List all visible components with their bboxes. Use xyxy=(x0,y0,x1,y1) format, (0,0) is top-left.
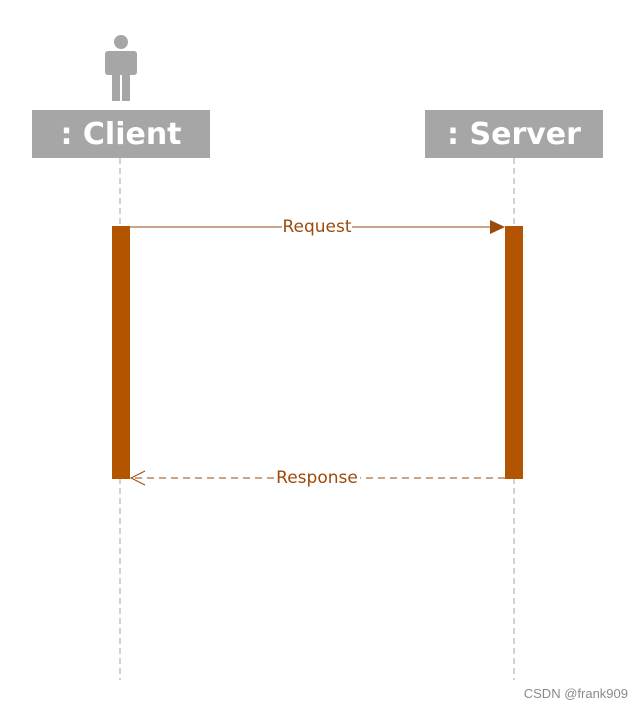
request-message: Request xyxy=(130,217,505,237)
server-label: : Server xyxy=(447,117,581,152)
server-box xyxy=(425,110,603,158)
actor-icon xyxy=(105,35,137,101)
client-box xyxy=(32,110,210,158)
client-activation-bar xyxy=(112,226,130,479)
response-message: Response xyxy=(129,468,505,488)
client-participant: : Client xyxy=(32,110,210,158)
request-label: Request xyxy=(282,217,351,237)
server-participant: : Server xyxy=(425,110,603,158)
watermark: CSDN @frank909 xyxy=(523,686,628,701)
response-label: Response xyxy=(276,468,358,488)
client-label: : Client xyxy=(60,117,181,152)
server-activation-bar xyxy=(505,226,523,479)
response-arrowhead xyxy=(129,470,146,486)
request-arrowhead xyxy=(490,220,505,234)
